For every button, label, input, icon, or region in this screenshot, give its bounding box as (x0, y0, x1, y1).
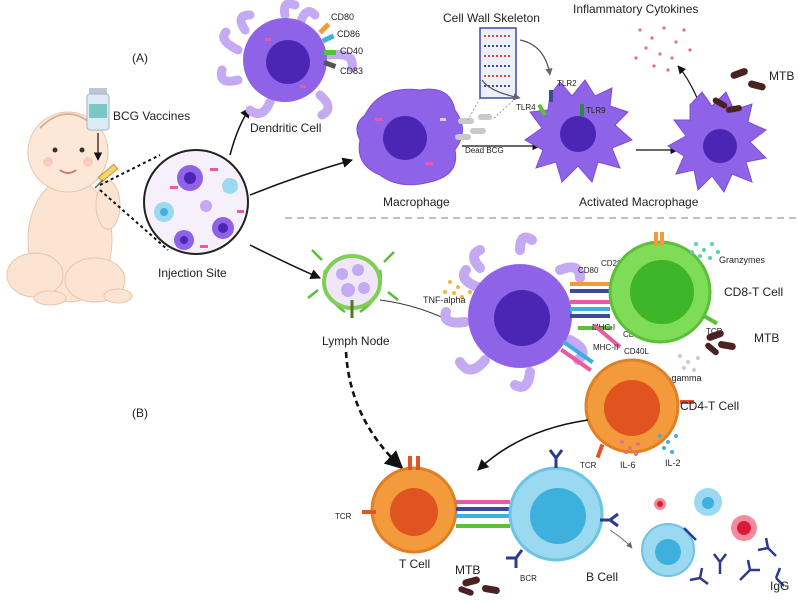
receptor-tcr-t: TCR (335, 512, 352, 521)
receptor-tlr4: TLR4 (516, 103, 536, 112)
ifn-gamma-label: IFN-gamma (654, 373, 702, 383)
lymph-node-label: Lymph Node (322, 334, 390, 348)
il6-dots (620, 440, 640, 456)
cd4-t-cell (584, 358, 694, 459)
mtb-label-mid: MTB (754, 331, 779, 345)
receptor-cd80-mid: CD80 (578, 266, 599, 275)
granzymes-dots (690, 242, 720, 260)
dead-bcg-label: Dead BCG (465, 146, 504, 155)
injection-site-label: Injection Site (158, 266, 227, 280)
zoom-line-top (99, 154, 161, 186)
receptor-tcr-cd4: TCR (580, 461, 597, 470)
activated-macrophage-cell (524, 79, 633, 184)
il2-label: IL-2 (665, 458, 681, 468)
receptor-tlr2: TLR2 (557, 79, 577, 88)
receptor-mhc1: MHC-I (592, 323, 615, 332)
cd4-t-cell-label: CD4-T Cell (680, 399, 739, 413)
inflammatory-cytokine-dots (634, 26, 692, 72)
synapse-molecules-cd4 (560, 323, 622, 372)
arrow-lymph-to-t-cell (344, 351, 404, 470)
dead-bcg-rods (455, 114, 492, 140)
arrow-to-dendritic-cell (229, 107, 251, 156)
tnf-alpha-label: TNF-alpha (423, 295, 466, 305)
b-cell (506, 449, 619, 568)
dendritic-cell-label: Dendritic Cell (250, 121, 321, 135)
arrow-cd4-to-t-cell (477, 419, 589, 471)
arrow-to-lymph-node (249, 244, 321, 280)
panel-label-b: (B) (132, 406, 148, 420)
arrow-cws-to-tlr4 (481, 79, 521, 101)
mtb-bacteria-bottom (458, 576, 500, 596)
inflammatory-cytokines-label: Inflammatory Cytokines (573, 2, 698, 16)
arrow-to-macrophage (249, 157, 354, 196)
il6-label: IL-6 (620, 460, 636, 470)
bcg-vaccines-label: BCG Vaccines (113, 109, 190, 123)
dendritic-cell-top (216, 0, 357, 120)
synapse-molecules-tb (456, 500, 510, 528)
cd8-t-cell-label: CD8-T Cell (724, 285, 783, 299)
receptor-tcr-cd8: TCR (706, 327, 723, 336)
cell-wall-skeleton-icon (467, 27, 517, 121)
igg-antibodies (683, 527, 785, 587)
receptor-cd28: CD28 (601, 259, 622, 268)
mtb-label-bottom: MTB (455, 563, 480, 577)
arrow-cws-to-tlr2 (519, 39, 553, 76)
macrophage-label: Macrophage (383, 195, 450, 209)
cd8-t-cell (608, 232, 719, 344)
cell-wall-skeleton-label: Cell Wall Skeleton (443, 11, 540, 25)
receptor-cd80-top: CD80 (331, 12, 354, 22)
receptor-cd40l: CD40L (624, 347, 649, 356)
plasma-cells (641, 488, 757, 577)
vaccine-vial-icon (86, 88, 110, 131)
baby-figure (6, 111, 133, 306)
mtb-bacteria-top (712, 68, 766, 113)
receptor-cd86: CD86 (337, 29, 360, 39)
ifn-gamma-dots (677, 353, 701, 373)
t-cell (362, 456, 458, 554)
macrophage-cell (356, 88, 463, 186)
dendritic-cell-middle (440, 232, 588, 392)
mtb-label-top: MTB (769, 69, 794, 83)
t-cell-label: T Cell (399, 557, 430, 571)
b-cell-label: B Cell (586, 570, 618, 584)
receptor-cd83: CD83 (340, 66, 363, 76)
syringe-icon (94, 163, 119, 189)
receptor-mhc2: MHC-II (593, 343, 618, 352)
igg-label: IgG (770, 579, 789, 593)
mtb-bacteria-mid (705, 330, 736, 356)
injection-site-circle (143, 149, 249, 255)
arrow-b-cell-to-plasma (609, 529, 633, 549)
activated-macrophage-label: Activated Macrophage (579, 195, 699, 209)
lymph-node-icon (307, 249, 399, 318)
receptor-cd40-top: CD40 (340, 46, 363, 56)
granzymes-label: Granzymes (719, 255, 766, 265)
panel-label-a: (A) (132, 51, 148, 65)
activated-macrophage-cell-2 (667, 91, 768, 193)
receptor-tlr9: TLR9 (586, 106, 606, 115)
il2-dots (658, 434, 678, 454)
bcr-label: BCR (520, 574, 537, 583)
